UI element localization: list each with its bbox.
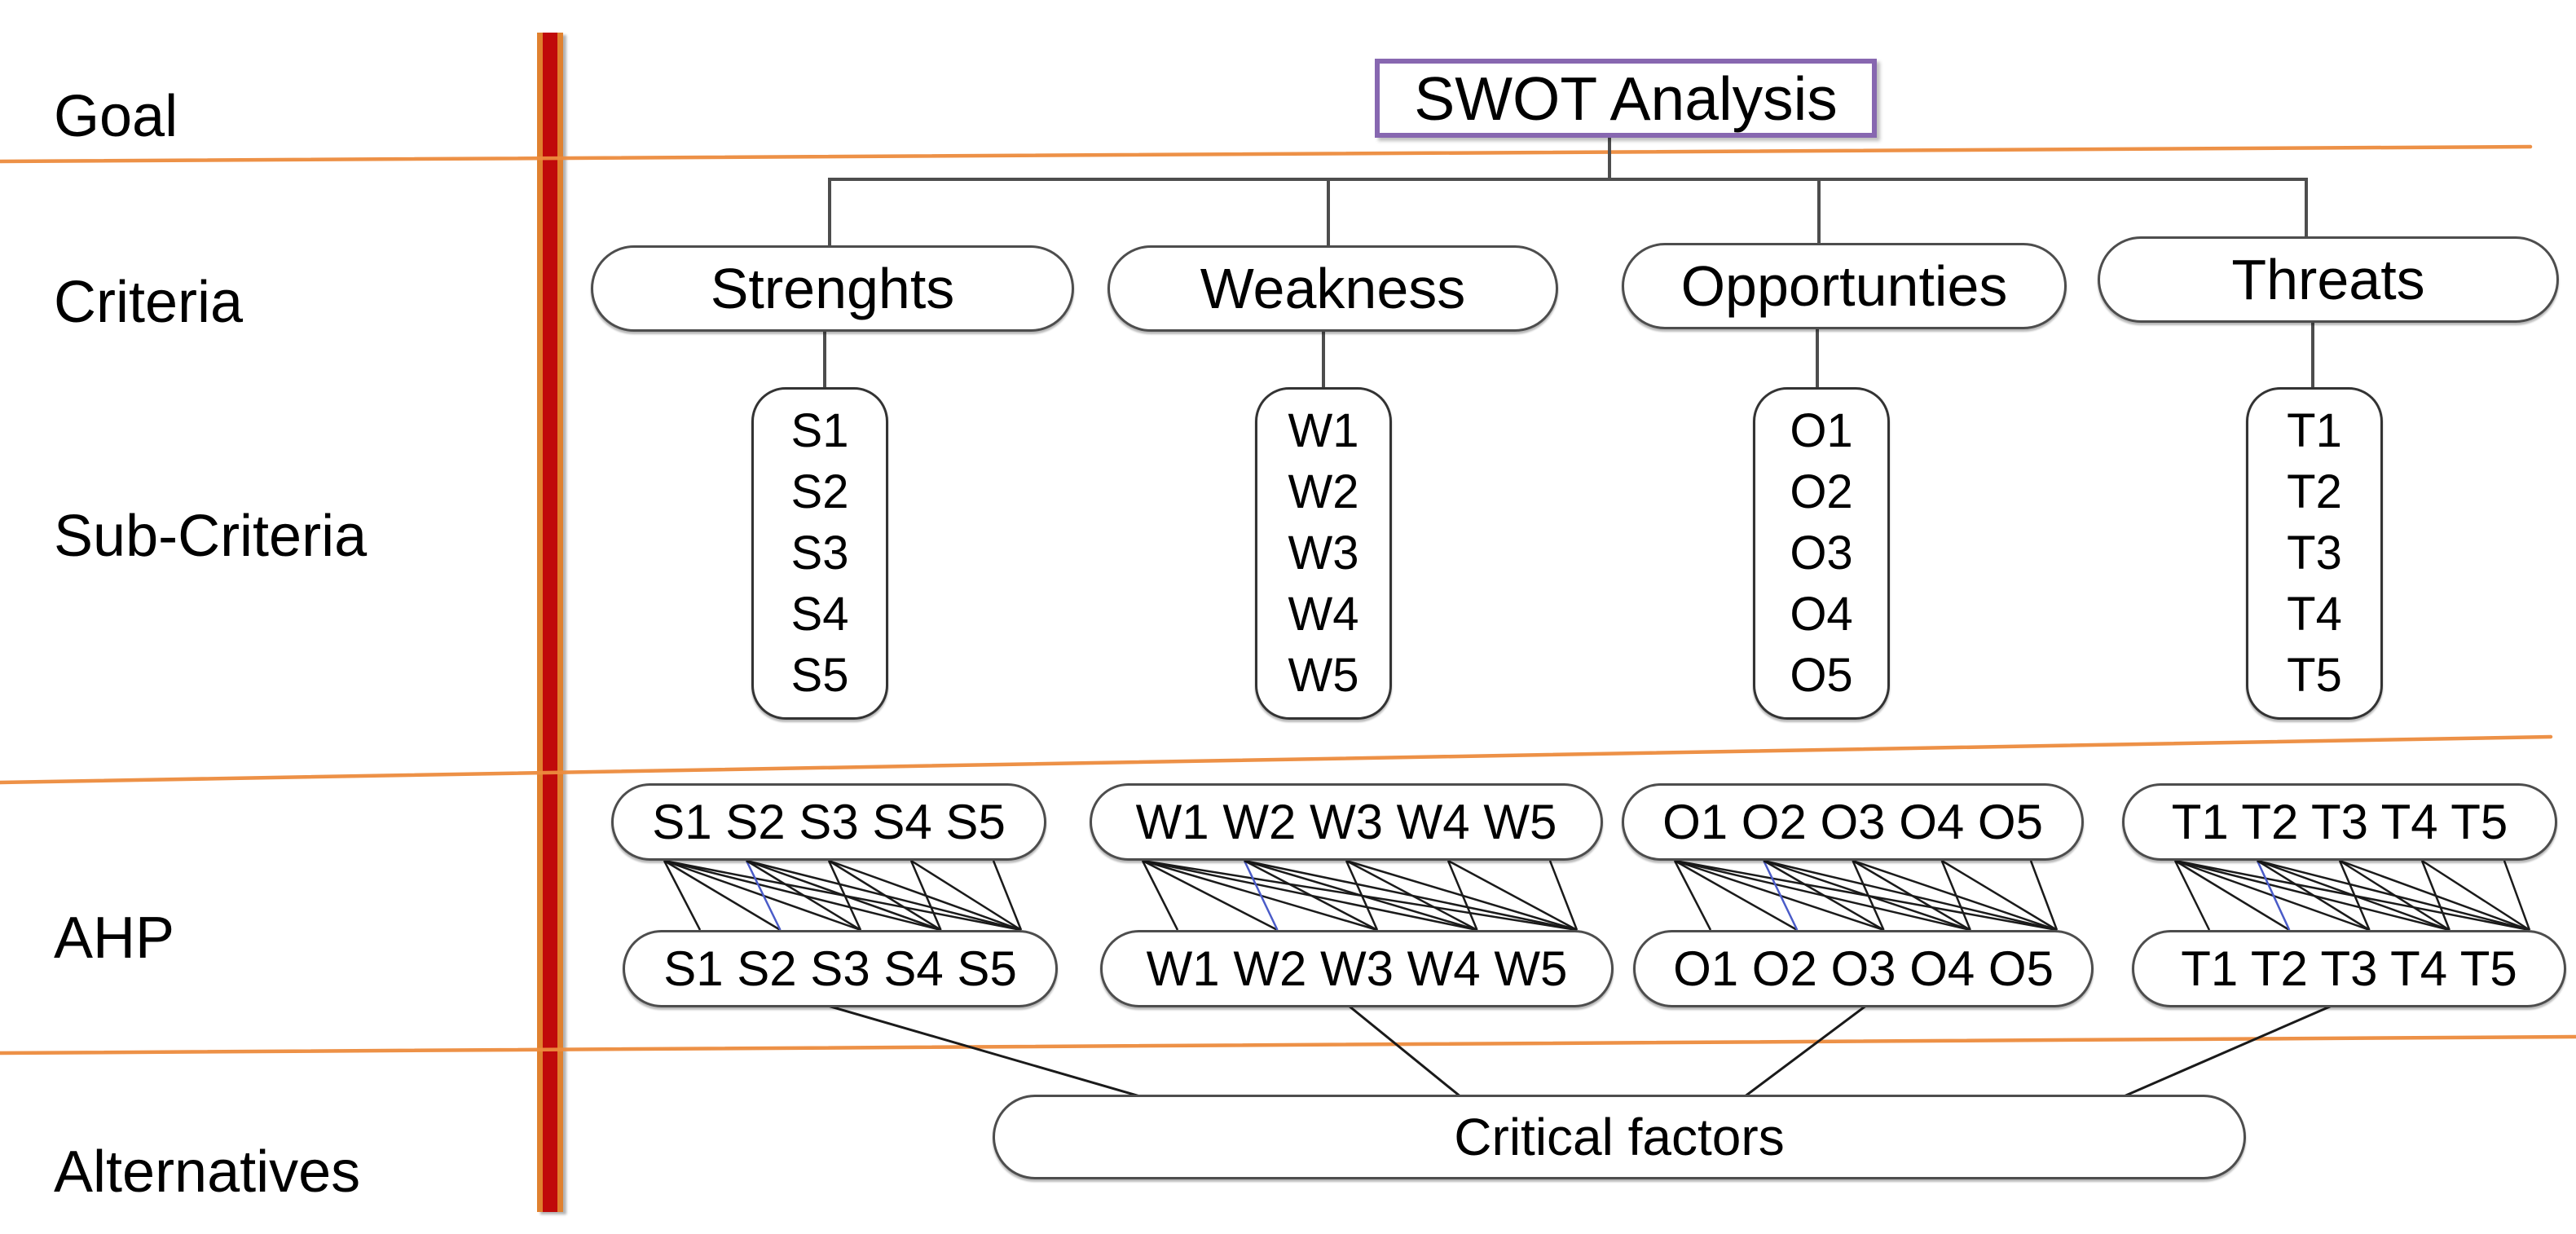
sub-criteria-box-opportunities: O1 O2 O3 O4 O5 (1753, 387, 1890, 720)
sub-criteria-item: S2 (790, 465, 849, 519)
sub-criteria-item: T2 (2287, 465, 2342, 519)
sub-criteria-item: O2 (1790, 465, 1853, 519)
sub-criteria-item: T3 (2287, 526, 2342, 580)
sub-criteria-item: T5 (2287, 648, 2342, 702)
ahp-top-pill-strengths: S1 S2 S3 S4 S5 (611, 783, 1046, 861)
ahp-bottom-pill-strengths: S1 S2 S3 S4 S5 (623, 930, 1058, 1007)
row-separator-subcriteria (0, 734, 2553, 785)
criteria-pill-threats: Threats (2098, 236, 2559, 323)
ahp-comparison-line (1673, 860, 1712, 931)
ahp-comparison-line (2503, 860, 2531, 931)
ahp-top-pill-threats: T1 T2 T3 T4 T5 (2122, 783, 2557, 861)
ahp-comparison-line (909, 860, 942, 931)
row-label-ahp: AHP (54, 906, 175, 971)
ahp-comparison-line (2421, 859, 2530, 932)
ahp-comparison-line (1674, 859, 1798, 932)
ahp-comparison-line (992, 860, 1023, 931)
sub-criteria-box-weakness: W1 W2 W3 W4 W5 (1255, 387, 1392, 720)
ahp-comparison-line (910, 859, 1022, 932)
red-divider-bar (537, 33, 563, 1212)
ahp-comparison-line (746, 859, 861, 932)
ahp-comparison-line (2029, 860, 2059, 931)
sub-criteria-item: S3 (790, 526, 849, 580)
row-label-alternatives: Alternatives (54, 1139, 361, 1205)
sub-criteria-box-strengths: S1 S2 S3 S4 S5 (751, 387, 888, 720)
sub-criteria-item: O3 (1790, 526, 1853, 580)
ahp-comparison-line (1141, 860, 1179, 931)
ahp-comparison-line (1763, 859, 1885, 932)
ahp-comparison-line (1941, 859, 2058, 932)
sub-criteria-item: W1 (1288, 404, 1359, 458)
alternatives-ellipse-critical-factors: Critical factors (993, 1095, 2246, 1179)
ahp-bottom-pill-opportunities: O1 O2 O3 O4 O5 (1633, 930, 2094, 1007)
ahp-comparison-line (828, 859, 942, 932)
ahp-comparison-line (1852, 859, 1971, 932)
ahp-comparison-line (827, 860, 862, 931)
ahp-comparison-line (1345, 860, 1379, 931)
ahp-top-pill-opportunities: O1 O2 O3 O4 O5 (1622, 783, 2084, 861)
ahp-comparison-line (1447, 859, 1578, 932)
row-label-criteria: Criteria (54, 270, 244, 335)
goal-box-swot-analysis: SWOT Analysis (1375, 59, 1877, 138)
ahp-comparison-line (1345, 859, 1478, 932)
ahp-bottom-pill-threats: T1 T2 T3 T4 T5 (2132, 930, 2566, 1007)
ahp-comparison-line (2339, 859, 2451, 932)
ahp-comparison-line (2420, 860, 2451, 931)
ahp-comparison-line (1674, 859, 1884, 932)
sub-criteria-item: S4 (790, 587, 849, 641)
ahp-comparison-line (1142, 859, 1279, 932)
ahp-comparison-line-blue (745, 860, 782, 931)
sub-criteria-item: W2 (1288, 465, 1359, 519)
sub-criteria-item: W5 (1288, 648, 1359, 702)
ahp-comparison-line (2257, 859, 2451, 932)
ahp-comparison-line (1548, 860, 1579, 931)
ahp-comparison-line-blue (1243, 860, 1279, 931)
ahp-comparison-line-blue (2256, 860, 2291, 931)
ahp-comparison-line-blue (1763, 860, 1799, 931)
sub-criteria-item: W4 (1288, 587, 1359, 641)
sub-criteria-item: W3 (1288, 526, 1359, 580)
criteria-pill-opportunities: Opportunties (1622, 243, 2067, 329)
ahp-comparison-line (1447, 860, 1478, 931)
row-separator-goal (0, 144, 2533, 164)
ahp-comparison-line (1244, 859, 1378, 932)
ahp-comparison-line (1852, 859, 2058, 932)
sub-criteria-box-threats: T1 T2 T3 T4 T5 (2246, 387, 2383, 720)
sub-criteria-item: O5 (1790, 648, 1853, 702)
row-label-goal: Goal (54, 84, 178, 149)
sub-criteria-item: O1 (1790, 404, 1853, 458)
ahp-top-pill-weakness: W1 W2 W3 W4 W5 (1090, 783, 1603, 861)
sub-criteria-item: T1 (2287, 404, 2342, 458)
ahp-comparison-line (1852, 860, 1885, 931)
sub-criteria-item: T4 (2287, 587, 2342, 641)
ahp-comparison-line (2339, 859, 2530, 932)
ahp-comparison-line (1940, 860, 1971, 931)
ahp-comparison-line (663, 859, 782, 932)
sub-criteria-item: O4 (1790, 587, 1853, 641)
ahp-comparison-line (1763, 859, 1971, 932)
ahp-comparison-line (663, 860, 702, 931)
row-separator-ahp (0, 1034, 2576, 1056)
ahp-comparison-line (2338, 860, 2371, 931)
row-label-sub-criteria: Sub-Criteria (54, 504, 368, 569)
ahp-comparison-line (2257, 859, 2371, 932)
ahp-comparison-line (2174, 859, 2290, 932)
criteria-pill-weakness: Weakness (1107, 245, 1558, 332)
sub-criteria-item: S1 (790, 404, 849, 458)
sub-criteria-item: S5 (790, 648, 849, 702)
ahp-comparison-line (2173, 860, 2211, 931)
ahp-bottom-pill-weakness: W1 W2 W3 W4 W5 (1100, 930, 1614, 1007)
criteria-pill-strengths: Strenghts (591, 245, 1074, 332)
